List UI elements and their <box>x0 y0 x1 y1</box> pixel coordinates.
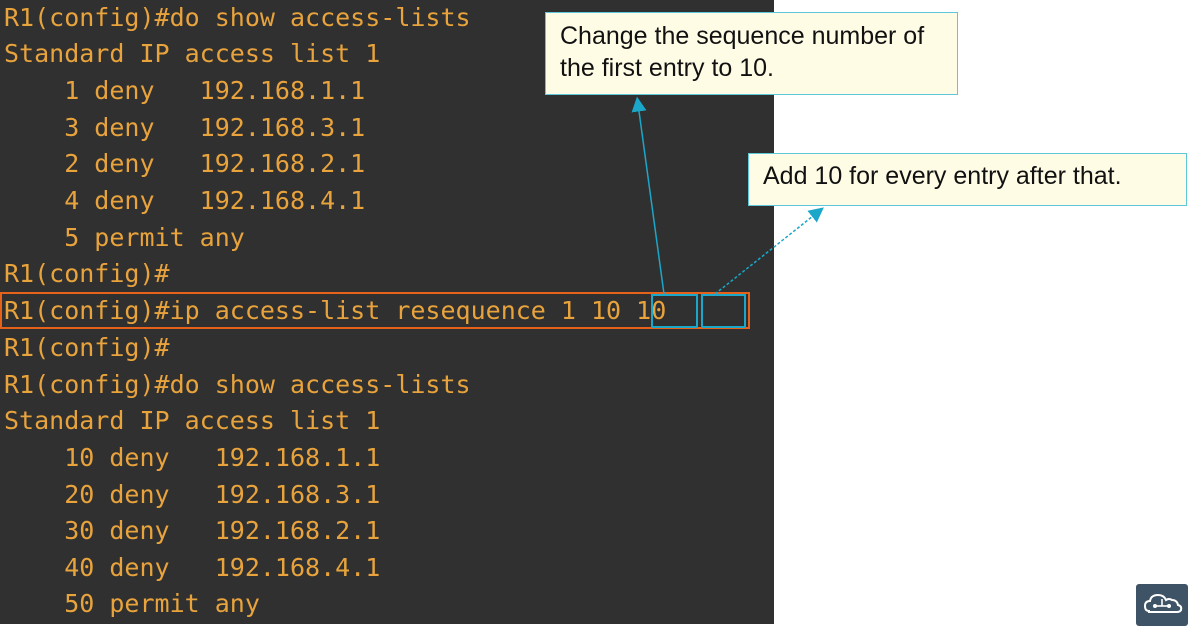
terminal-line: 50 permit any <box>4 589 260 618</box>
terminal-line: R1(config)#do show access-lists <box>4 370 471 399</box>
terminal-line: 20 deny 192.168.3.1 <box>4 480 381 509</box>
increment-highlight-box <box>701 294 746 328</box>
terminal-line: 10 deny 192.168.1.1 <box>4 443 381 472</box>
terminal-line: Standard IP access list 1 <box>4 406 381 435</box>
terminal-line: R1(config)# <box>4 333 170 362</box>
command-highlight-box <box>0 292 750 329</box>
terminal-line: 1 deny 192.168.1.1 <box>4 76 366 105</box>
cloud-network-icon <box>1136 584 1188 626</box>
terminal-command-line: R1(config)#ip access-list resequence 1 1… <box>4 296 667 325</box>
callout-increment: Add 10 for every entry after that. <box>748 153 1187 206</box>
terminal-line: 2 deny 192.168.2.1 <box>4 149 366 178</box>
callout-increment-text: Add 10 for every entry after that. <box>763 162 1122 190</box>
terminal-line: R1(config)#do show access-lists <box>4 3 471 32</box>
start-number-highlight-box <box>651 294 698 328</box>
terminal-line: 3 deny 192.168.3.1 <box>4 113 366 142</box>
terminal-line: 40 deny 192.168.4.1 <box>4 553 381 582</box>
terminal-line: Standard IP access list 1 <box>4 39 381 68</box>
terminal-line: 4 deny 192.168.4.1 <box>4 186 366 215</box>
terminal-line: 30 deny 192.168.2.1 <box>4 516 381 545</box>
callout-first-entry-text: Change the sequence number of the first … <box>560 22 925 82</box>
callout-first-entry: Change the sequence number of the first … <box>545 12 958 95</box>
terminal-line: R1(config)# <box>4 259 170 288</box>
terminal-line: 5 permit any <box>4 223 245 252</box>
